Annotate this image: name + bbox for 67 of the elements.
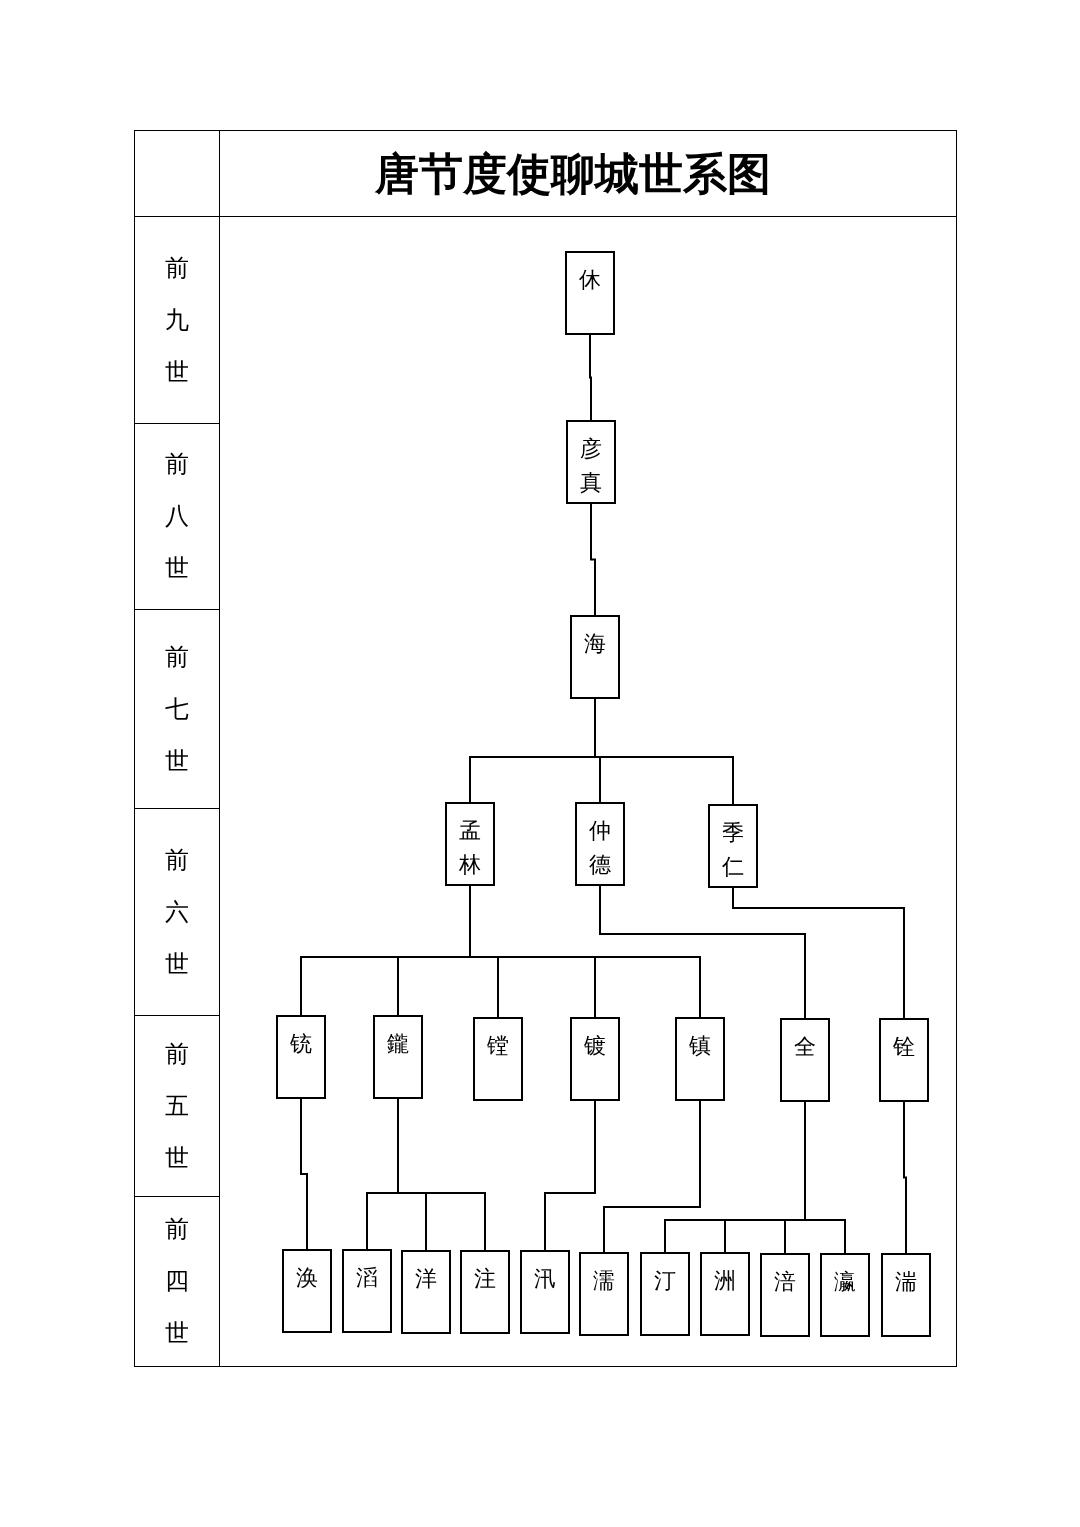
name-text: 湍 [895, 1268, 917, 1296]
connector-line [804, 1101, 846, 1254]
name-text: 洲 [714, 1267, 736, 1295]
name-text: 海 [584, 630, 606, 658]
name-box [565, 251, 615, 335]
title: 唐节度使聊城世系图 [375, 147, 771, 201]
name-text: 铳 [290, 1030, 312, 1058]
connector-line [544, 1100, 596, 1251]
name-text: 彦真 [580, 435, 602, 497]
connector-line [903, 1101, 907, 1254]
name-box [570, 1017, 620, 1101]
name-text: 休 [579, 266, 601, 294]
name-text: 洋 [415, 1265, 437, 1293]
name-box [473, 1017, 523, 1101]
name-box [575, 802, 625, 886]
name-box [708, 804, 758, 888]
name-box [640, 1252, 690, 1336]
name-box [460, 1250, 510, 1334]
name-text: 涣 [296, 1264, 318, 1292]
generation-label: 前九世 [165, 252, 189, 388]
name-box [879, 1018, 929, 1102]
name-box [579, 1252, 629, 1336]
name-box [675, 1017, 725, 1101]
name-box [570, 615, 620, 699]
name-box [566, 420, 616, 504]
name-box [820, 1253, 870, 1337]
name-text: 全 [794, 1033, 816, 1061]
name-text: 瀛 [834, 1268, 856, 1296]
connector-line [603, 1100, 701, 1253]
name-box [282, 1249, 332, 1333]
name-text: 汀 [654, 1267, 676, 1295]
name-box [780, 1018, 830, 1102]
generation-label: 前七世 [165, 641, 189, 777]
name-text: 镀 [584, 1032, 606, 1060]
connector-line [469, 885, 701, 1018]
name-box [373, 1015, 423, 1099]
connector-line [590, 503, 596, 616]
connector-line [397, 1098, 486, 1251]
name-text: 镇 [689, 1032, 711, 1060]
name-text: 注 [474, 1265, 496, 1293]
name-box [520, 1250, 570, 1334]
name-text: 鑨 [387, 1030, 409, 1058]
name-box [881, 1253, 931, 1337]
generation-label: 前五世 [165, 1038, 189, 1174]
name-text: 镗 [487, 1032, 509, 1060]
name-text: 孟林 [459, 817, 481, 879]
name-text: 濡 [593, 1267, 615, 1295]
name-text: 涪 [774, 1268, 796, 1296]
connector-line [732, 887, 905, 1019]
name-box [401, 1250, 451, 1334]
name-box [700, 1252, 750, 1336]
name-text: 滔 [356, 1264, 378, 1292]
connector-line [300, 1098, 308, 1250]
name-text: 仲德 [589, 817, 611, 879]
generation-label: 前六世 [165, 844, 189, 980]
name-text: 季仁 [722, 819, 744, 881]
name-box [276, 1015, 326, 1099]
generation-label: 前四世 [165, 1214, 189, 1349]
name-box [760, 1253, 810, 1337]
connector-line [589, 334, 592, 421]
name-text: 汛 [534, 1265, 556, 1293]
connector-line [599, 885, 806, 1019]
name-box [445, 802, 495, 886]
connector-line [594, 698, 734, 805]
name-box [342, 1249, 392, 1333]
generation-label: 前八世 [165, 449, 189, 584]
name-text: 铨 [893, 1033, 915, 1061]
